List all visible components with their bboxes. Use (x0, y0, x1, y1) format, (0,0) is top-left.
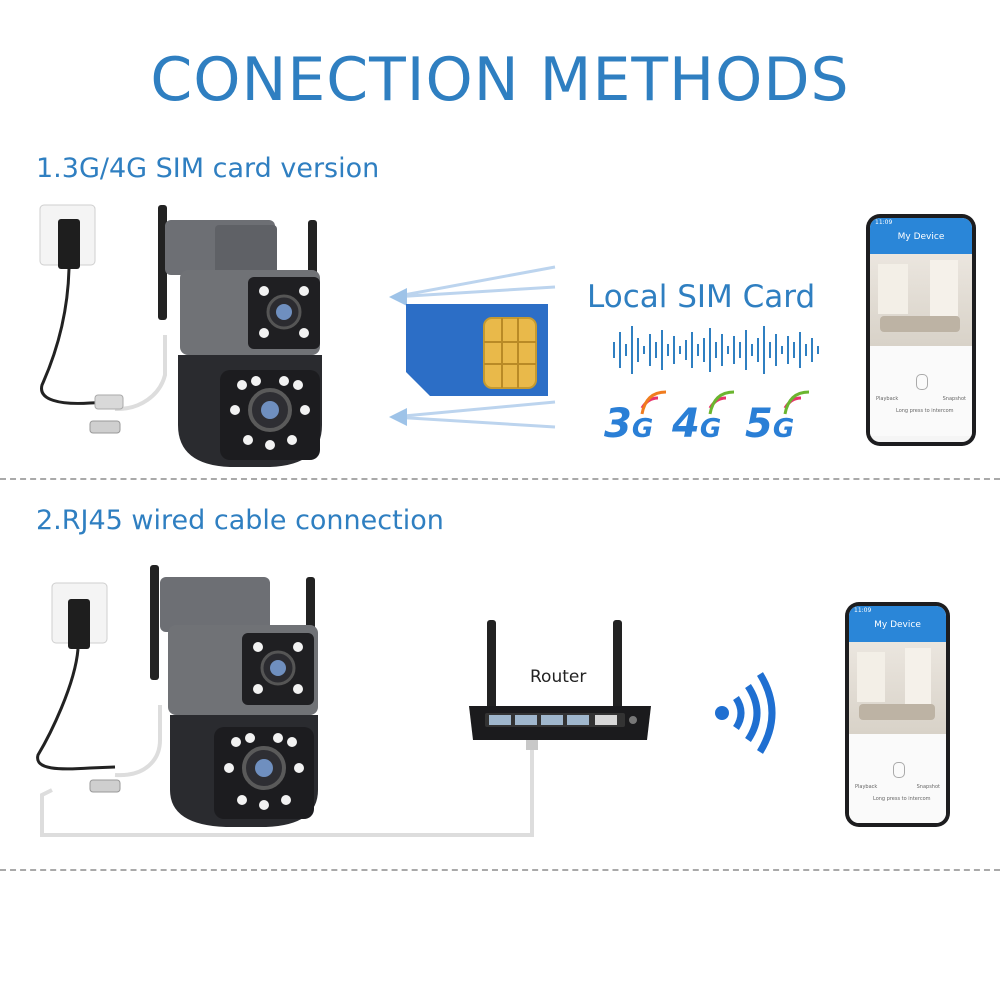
signal-arrows (389, 265, 556, 429)
mic-icon[interactable] (916, 374, 928, 390)
playback-button[interactable]: Playback (876, 396, 899, 402)
sim-label: Local SIM Card (587, 279, 816, 315)
phone-app-preview-2: 11:09 My Device Playback Long press to i… (845, 602, 950, 827)
camera-sim-illustration (39, 204, 322, 467)
network-4g-label: 4G (672, 401, 722, 447)
snapshot-button[interactable]: Snapshot (916, 784, 940, 790)
section-title-sim: 1.3G/4G SIM card version (36, 153, 380, 184)
page-title: CONECTION METHODS (150, 45, 850, 115)
network-3g-label: 3G (604, 401, 654, 447)
signal-wave-icon (613, 326, 819, 374)
section-divider (0, 869, 1000, 871)
mic-icon[interactable] (893, 762, 905, 778)
intercom-hint: Long press to intercom (896, 408, 954, 414)
sim-card-icon (406, 304, 548, 396)
intercom-hint: Long press to intercom (873, 796, 931, 802)
phone-status-time: 11:09 (849, 606, 946, 616)
playback-button[interactable]: Playback (855, 784, 878, 790)
section-divider (0, 478, 1000, 480)
camera-wired-illustration (36, 565, 340, 837)
signal-arcs-icon (640, 390, 810, 415)
router-icon (469, 620, 651, 740)
network-5g-label: 5G (745, 401, 795, 447)
phone-status-time: 11:09 (870, 218, 972, 228)
power-adapter (58, 219, 80, 269)
camera-live-view (870, 254, 972, 346)
section-title-rj45: 2.RJ45 wired cable connection (36, 505, 444, 536)
phone-app-title: My Device (870, 228, 972, 246)
wifi-icon (715, 672, 776, 754)
phone-app-title: My Device (849, 616, 946, 634)
snapshot-button[interactable]: Snapshot (942, 396, 966, 402)
phone-app-preview: 11:09 My Device Playback Long press to i… (866, 214, 976, 446)
router-label: Router (530, 667, 587, 687)
camera-live-view (849, 642, 946, 734)
